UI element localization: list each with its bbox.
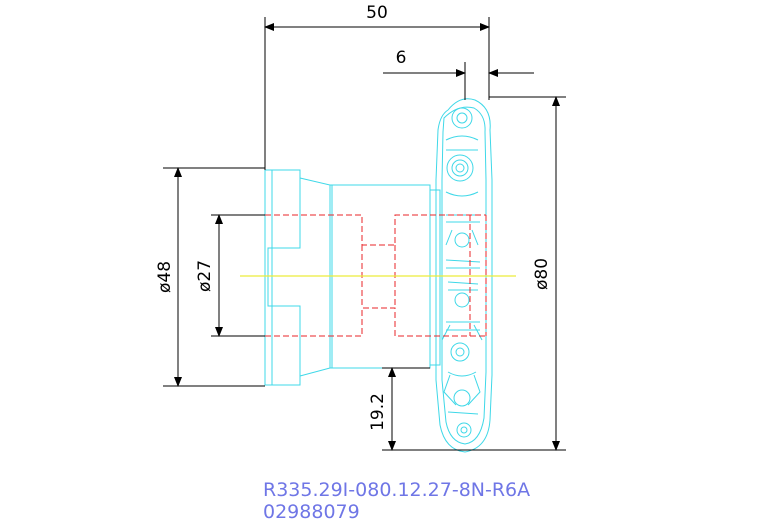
dimension-d80-label: ø80 — [532, 258, 552, 290]
dimension-lines — [163, 17, 566, 451]
order-number: 02988079 — [263, 501, 360, 523]
cutter-body-outline — [264, 98, 493, 453]
dimension-d48-label: ø48 — [155, 261, 175, 293]
dimension-d27-label: ø27 — [195, 260, 215, 292]
dimension-19-2-label: 19.2 — [368, 393, 388, 431]
dimension-6-label: 6 — [396, 48, 407, 68]
part-code: R335.29I-080.12.27-8N-R6A — [263, 479, 530, 501]
dimension-50-label: 50 — [366, 3, 388, 23]
